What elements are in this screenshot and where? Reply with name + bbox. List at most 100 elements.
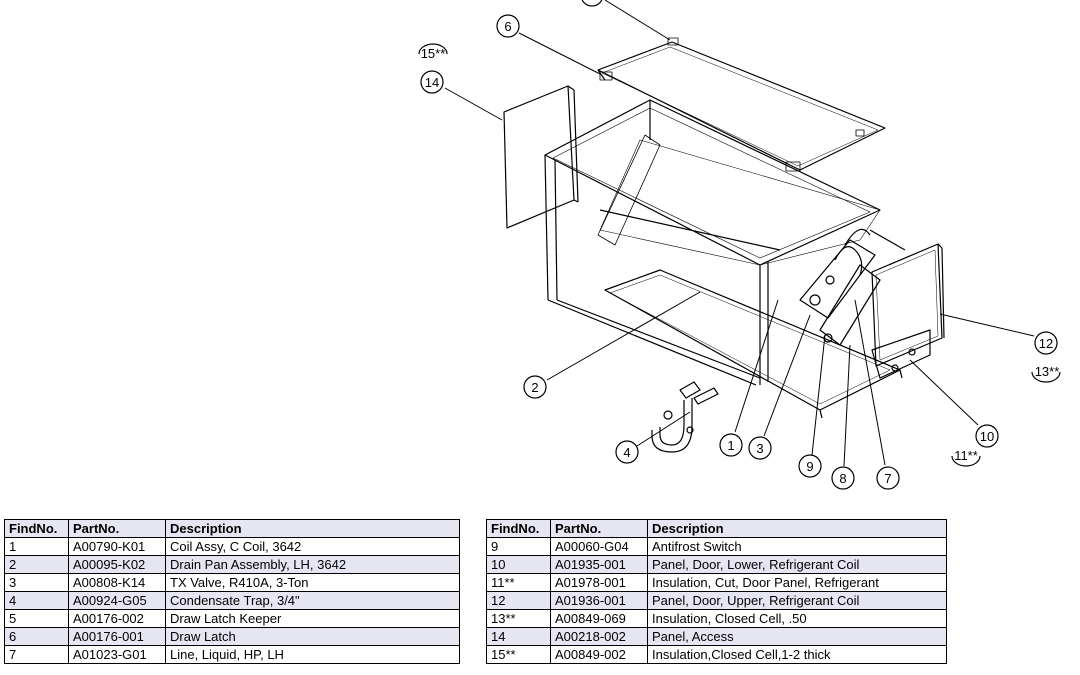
cell-partno: A00176-002: [68, 609, 166, 628]
cell-description: TX Valve, R410A, 3-Ton: [165, 573, 460, 592]
callout-2: 2: [523, 375, 547, 399]
lower-door-panel-drawing: [871, 329, 931, 379]
cell-description: Condensate Trap, 3/4": [165, 591, 460, 610]
cell-partno: A01936-001: [550, 591, 648, 610]
cell-partno: A00790-K01: [68, 537, 166, 556]
cell-partno: A00176-001: [68, 627, 166, 646]
cell-findno: 7: [4, 645, 69, 664]
col-header-findno: FindNo.: [4, 519, 69, 538]
callout-1-label: 1: [727, 438, 734, 453]
cell-description: Insulation,Closed Cell,1-2 thick: [647, 645, 947, 664]
cell-findno: 14: [486, 627, 551, 646]
table-header-row: FindNo. PartNo. Description: [486, 519, 947, 538]
callout-8-label: 8: [839, 471, 846, 486]
exploded-assembly-drawing: 6 15** 14 2 4 1 3 9: [418, 0, 1061, 490]
cell-partno: A00849-069: [550, 609, 648, 628]
callout-15-label: 15**: [421, 46, 446, 61]
cell-findno: 13**: [486, 609, 551, 628]
col-header-partno: PartNo.: [550, 519, 648, 538]
callout-7-label: 7: [884, 471, 891, 486]
callout-13-label: 13**: [1035, 364, 1060, 379]
cell-partno: A01023-G01: [68, 645, 166, 664]
table-row: 10 A01935-001 Panel, Door, Lower, Refrig…: [486, 555, 947, 574]
callout-8: 8: [831, 466, 855, 490]
callout-15: 15**: [418, 43, 448, 61]
callout-10: 10: [975, 424, 999, 448]
cell-description: Panel, Access: [647, 627, 947, 646]
callout-partial-top: [581, 0, 603, 7]
access-panel-drawing: [503, 85, 579, 229]
callout-4: 4: [615, 440, 639, 464]
callout-6: 6: [496, 14, 520, 38]
cell-description: Drain Pan Assembly, LH, 3642: [165, 555, 460, 574]
table-row: 7 A01023-G01 Line, Liquid, HP, LH: [4, 645, 460, 664]
callout-12-label: 12: [1039, 336, 1053, 351]
table-row: 11** A01978-001 Insulation, Cut, Door Pa…: [486, 573, 947, 592]
cell-description: Line, Liquid, HP, LH: [165, 645, 460, 664]
cabinet-frame-drawing: [544, 99, 881, 386]
cell-findno: 11**: [486, 573, 551, 592]
callout-9: 9: [798, 454, 822, 478]
table-row: 15** A00849-002 Insulation,Closed Cell,1…: [486, 645, 947, 664]
callout-10-label: 10: [980, 429, 994, 444]
drain-pan-drawing: [604, 269, 903, 419]
callout-1: 1: [719, 433, 743, 457]
table-row: 14 A00218-002 Panel, Access: [486, 627, 947, 646]
table-row: 2 A00095-K02 Drain Pan Assembly, LH, 364…: [4, 555, 460, 574]
cell-description: Panel, Door, Upper, Refrigerant Coil: [647, 591, 947, 610]
leader-lines: [444, 0, 1035, 467]
table-row: 6 A00176-001 Draw Latch: [4, 627, 460, 646]
cell-partno: A00808-K14: [68, 573, 166, 592]
cell-findno: 9: [486, 537, 551, 556]
table-row: 12 A01936-001 Panel, Door, Upper, Refrig…: [486, 591, 947, 610]
condensate-trap-drawing: [651, 381, 719, 453]
cell-partno: A00924-G05: [68, 591, 166, 610]
cell-findno: 15**: [486, 645, 551, 664]
col-header-description: Description: [647, 519, 947, 538]
table-row: 1 A00790-K01 Coil Assy, C Coil, 3642: [4, 537, 460, 556]
cell-partno: A00060-G04: [550, 537, 648, 556]
table-row: 3 A00808-K14 TX Valve, R410A, 3-Ton: [4, 573, 460, 592]
cell-findno: 4: [4, 591, 69, 610]
cell-description: Draw Latch: [165, 627, 460, 646]
table-header-row: FindNo. PartNo. Description: [4, 519, 460, 538]
cell-partno: A00218-002: [550, 627, 648, 646]
cell-description: Insulation, Cut, Door Panel, Refrigerant: [647, 573, 947, 592]
coil-assembly-drawing: [799, 228, 906, 346]
cell-description: Insulation, Closed Cell, .50: [647, 609, 947, 628]
callout-7: 7: [876, 466, 900, 490]
table-row: 4 A00924-G05 Condensate Trap, 3/4": [4, 591, 460, 610]
callouts: 6 15** 14 2 4 1 3 9: [418, 0, 1061, 490]
cell-findno: 1: [4, 537, 69, 556]
callout-13: 13**: [1031, 364, 1061, 383]
cell-description: Panel, Door, Lower, Refrigerant Coil: [647, 555, 947, 574]
table-row: 5 A00176-002 Draw Latch Keeper: [4, 609, 460, 628]
callout-2-label: 2: [531, 380, 538, 395]
cell-partno: A00849-002: [550, 645, 648, 664]
cell-partno: A00095-K02: [68, 555, 166, 574]
callout-12: 12: [1034, 331, 1058, 355]
callout-11: 11**: [951, 448, 981, 467]
top-panel-drawing: [597, 37, 886, 172]
callout-14: 14: [420, 70, 444, 94]
table-row: 13** A00849-069 Insulation, Closed Cell,…: [486, 609, 947, 628]
cell-findno: 6: [4, 627, 69, 646]
callout-9-label: 9: [806, 459, 813, 474]
callout-3-label: 3: [756, 441, 763, 456]
callout-14-label: 14: [425, 75, 439, 90]
cell-findno: 5: [4, 609, 69, 628]
upper-door-panel-drawing: [871, 243, 945, 367]
cell-findno: 3: [4, 573, 69, 592]
callout-3: 3: [748, 436, 772, 460]
cell-description: Draw Latch Keeper: [165, 609, 460, 628]
cell-findno: 12: [486, 591, 551, 610]
cell-findno: 2: [4, 555, 69, 574]
cell-findno: 10: [486, 555, 551, 574]
callout-11-label: 11**: [954, 448, 978, 463]
cell-description: Antifrost Switch: [647, 537, 947, 556]
cell-description: Coil Assy, C Coil, 3642: [165, 537, 460, 556]
cell-partno: A01978-001: [550, 573, 648, 592]
col-header-partno: PartNo.: [68, 519, 166, 538]
callout-4-label: 4: [623, 445, 630, 460]
parts-table-right: FindNo. PartNo. Description 9 A00060-G04…: [486, 519, 947, 664]
